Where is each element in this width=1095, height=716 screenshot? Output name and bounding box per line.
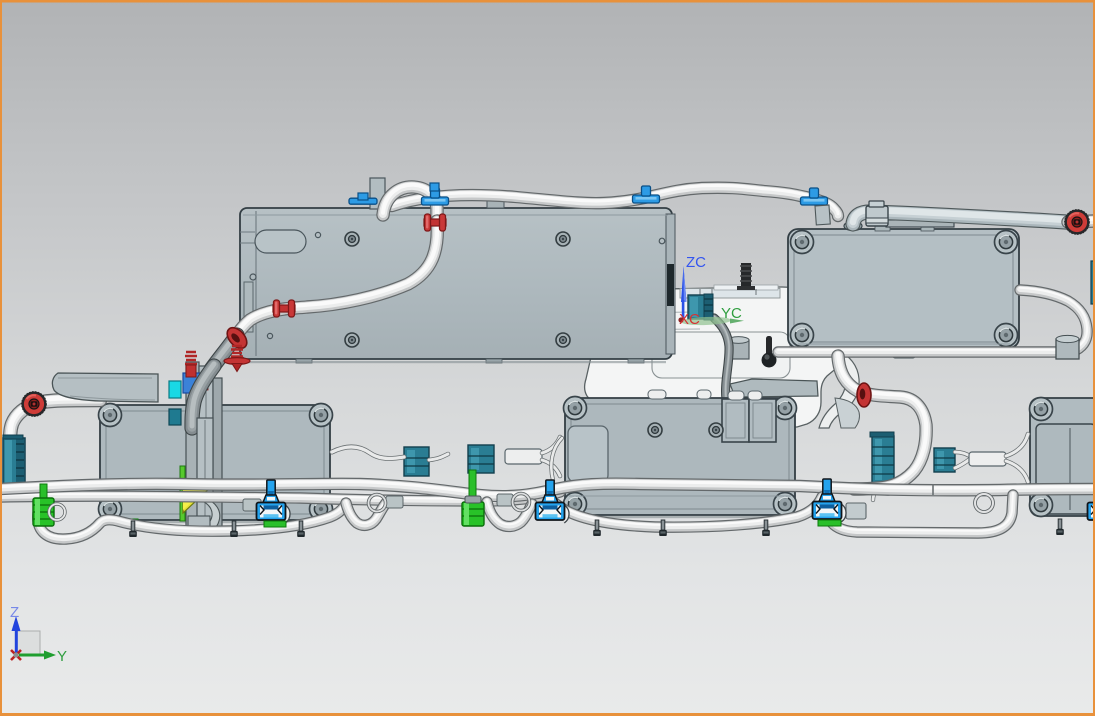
svg-text:ZC: ZC xyxy=(686,254,706,271)
svg-text:Z: Z xyxy=(10,604,19,621)
svg-text:Y: Y xyxy=(57,648,67,665)
svg-text:YC: YC xyxy=(721,305,742,322)
svg-text:XC: XC xyxy=(679,311,700,328)
